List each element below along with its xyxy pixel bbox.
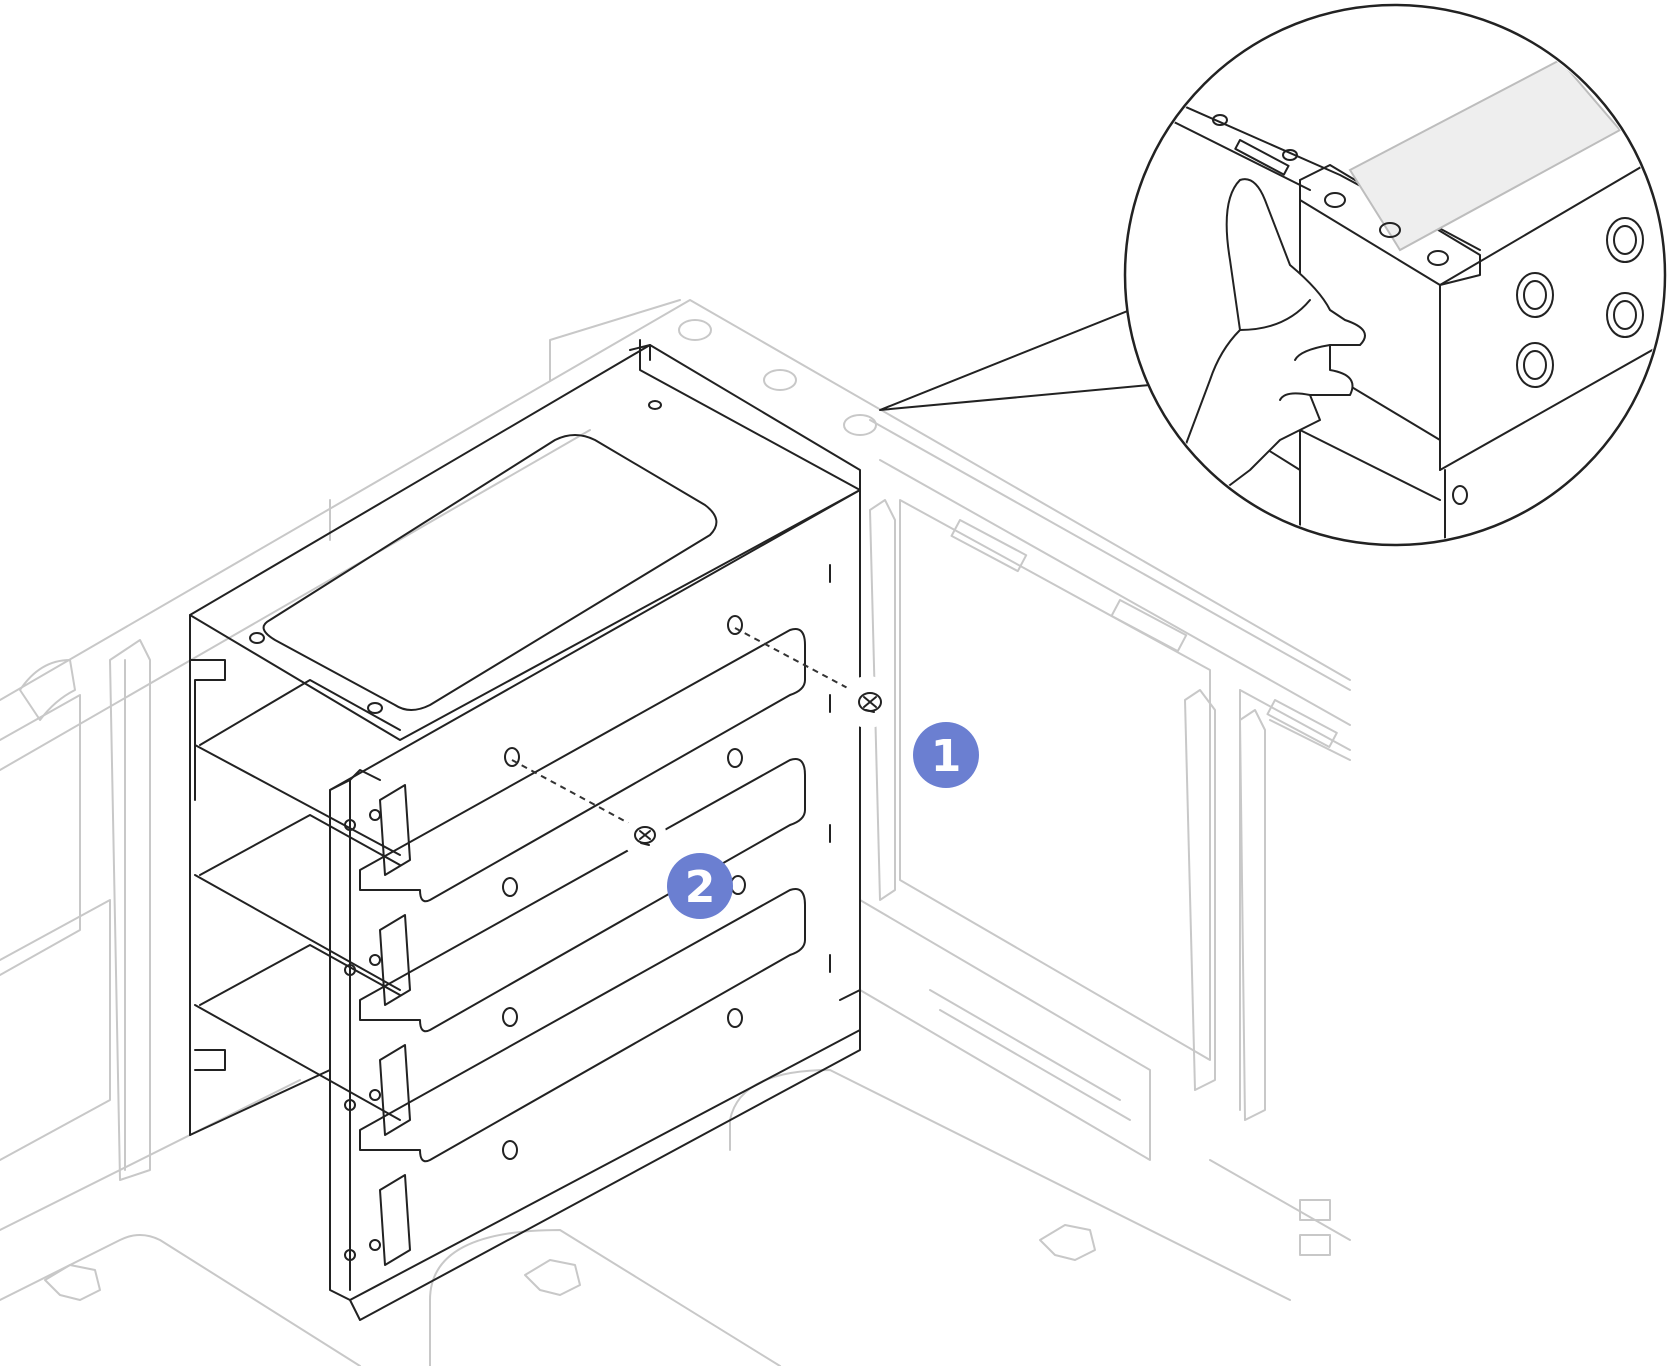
screw-icon bbox=[842, 676, 894, 728]
svg-text:2: 2 bbox=[685, 862, 716, 913]
detail-view-circle bbox=[879, 3, 1667, 547]
screw-icon bbox=[623, 815, 667, 859]
drive-cage bbox=[189, 339, 861, 1321]
server-chassis bbox=[0, 299, 1351, 1366]
callout-step-1: 1 bbox=[913, 722, 979, 788]
svg-text:1: 1 bbox=[931, 731, 962, 782]
callout-step-2: 2 bbox=[667, 853, 733, 919]
screw-install-paths bbox=[511, 627, 871, 833]
